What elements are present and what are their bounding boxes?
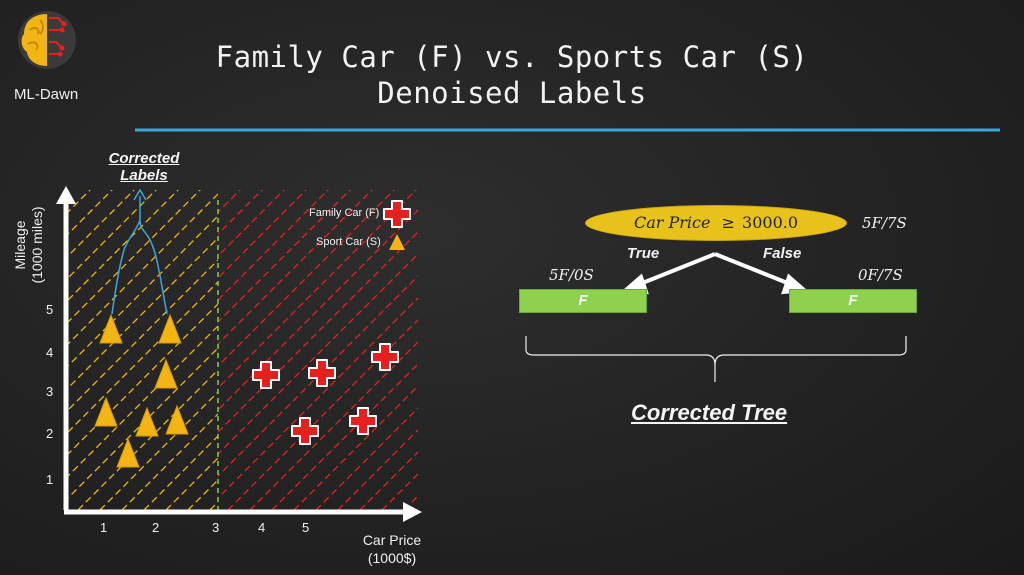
sport-car-point <box>94 397 118 427</box>
hatch-line <box>254 180 584 510</box>
hatch-line <box>68 190 179 301</box>
sport-car-point <box>158 314 182 344</box>
tree-caption: Corrected Tree <box>631 400 788 425</box>
region-sport-car-hatch <box>68 180 584 510</box>
corrected-labels-caption: Corrected Labels <box>94 150 194 184</box>
x-axis <box>64 502 422 522</box>
corrected-labels-arrow <box>111 188 168 315</box>
hatch-line <box>218 190 329 301</box>
root-feature: Car Price <box>633 213 711 232</box>
x-tick: 3 <box>212 520 220 535</box>
hatch-line <box>218 190 395 367</box>
sport-car-point <box>165 405 189 435</box>
hatch-line <box>68 347 218 499</box>
corrected-labels-line1: Corrected <box>108 150 180 167</box>
hatch-line <box>68 281 218 433</box>
y-tick: 1 <box>46 472 54 487</box>
y-axis-title-line1: Mileage <box>12 220 28 270</box>
left-leaf-node: F <box>519 289 647 313</box>
false-branch-label: False <box>763 245 802 262</box>
hatch-line <box>68 237 218 389</box>
legend-family-car: Family Car (F) <box>309 207 380 219</box>
sport-car-point <box>99 314 123 344</box>
y-axis-title-line2: (1000 miles) <box>29 206 45 284</box>
x-axis-title-line1: Car Price <box>362 532 422 548</box>
x-tick: 1 <box>100 520 108 535</box>
hatch-line <box>218 231 418 433</box>
hatch-line <box>218 190 351 323</box>
hatch-line <box>68 190 157 279</box>
hatch-line <box>99 391 218 510</box>
hatch-line <box>218 275 418 477</box>
hatch-line <box>218 209 418 411</box>
right-leaf-counts: 0F/7S <box>858 266 903 284</box>
y-axis-title: Mileage (1000 miles) <box>12 190 46 300</box>
hatch-line <box>218 253 418 455</box>
hatch-line <box>218 190 307 279</box>
brain-circuit-icon <box>18 11 76 69</box>
hatch-line <box>218 190 417 389</box>
y-tick: 4 <box>46 345 54 360</box>
hatch-line <box>68 190 201 323</box>
hatch-line <box>68 215 218 367</box>
page-title: Family Car (F) vs. Sports Car (S) <box>215 40 809 74</box>
region-family-car-hatch <box>218 190 418 510</box>
family-car-point <box>308 359 336 387</box>
hatch-line <box>68 193 218 345</box>
hatch-line <box>68 325 218 477</box>
hatch-line <box>359 451 418 510</box>
family-car-point <box>252 361 280 389</box>
hatch-line <box>218 190 285 257</box>
yellow-triangle-icon <box>389 234 405 250</box>
tree-root-node: Car Price ≥ 3000.0 <box>585 205 847 241</box>
y-axis <box>56 186 76 510</box>
hatch-line <box>293 385 418 510</box>
hatch-line <box>165 457 218 510</box>
family-car-points <box>252 343 399 445</box>
hatch-line <box>187 479 218 510</box>
root-operator: ≥ <box>721 213 735 232</box>
x-axis-title-line2: (1000$) <box>367 550 417 566</box>
y-tick: 3 <box>46 384 54 399</box>
hatch-line <box>227 319 418 510</box>
red-cross-icon <box>383 200 411 228</box>
tree-brace <box>525 336 907 382</box>
hatch-line <box>209 501 218 510</box>
hatch-line <box>68 259 218 411</box>
hatch-line <box>271 363 418 510</box>
brand-name: ML-Dawn <box>14 86 79 103</box>
hatch-line <box>315 407 418 510</box>
right-leaf-node: F <box>789 289 917 313</box>
x-tick: 5 <box>302 520 310 535</box>
y-tick: 2 <box>46 426 54 441</box>
hatch-line <box>68 190 135 257</box>
x-axis-title: Car Price (1000$) <box>342 531 442 567</box>
x-tick: 2 <box>152 520 160 535</box>
hatch-line <box>121 413 218 510</box>
hatch-line <box>337 429 418 510</box>
hatch-line <box>68 303 218 455</box>
true-branch-label: True <box>627 245 660 262</box>
hatch-line <box>218 190 373 345</box>
family-car-point <box>349 407 377 435</box>
x-tick: 4 <box>258 520 266 535</box>
root-counts: 5F/7S <box>862 214 907 232</box>
sport-car-point <box>154 359 178 389</box>
corrected-labels-line2: Labels <box>120 167 168 184</box>
hatch-line <box>232 180 562 510</box>
hatch-line <box>143 435 218 510</box>
family-car-point <box>291 417 319 445</box>
y-tick: 5 <box>46 302 54 317</box>
legend-sport-car: Sport Car (S) <box>316 236 381 248</box>
root-threshold: 3000.0 <box>742 213 799 232</box>
page-subtitle: Denoised Labels <box>377 76 647 110</box>
left-leaf-counts: 5F/0S <box>549 266 594 284</box>
hatch-line <box>218 297 418 499</box>
hatch-line <box>249 341 418 510</box>
